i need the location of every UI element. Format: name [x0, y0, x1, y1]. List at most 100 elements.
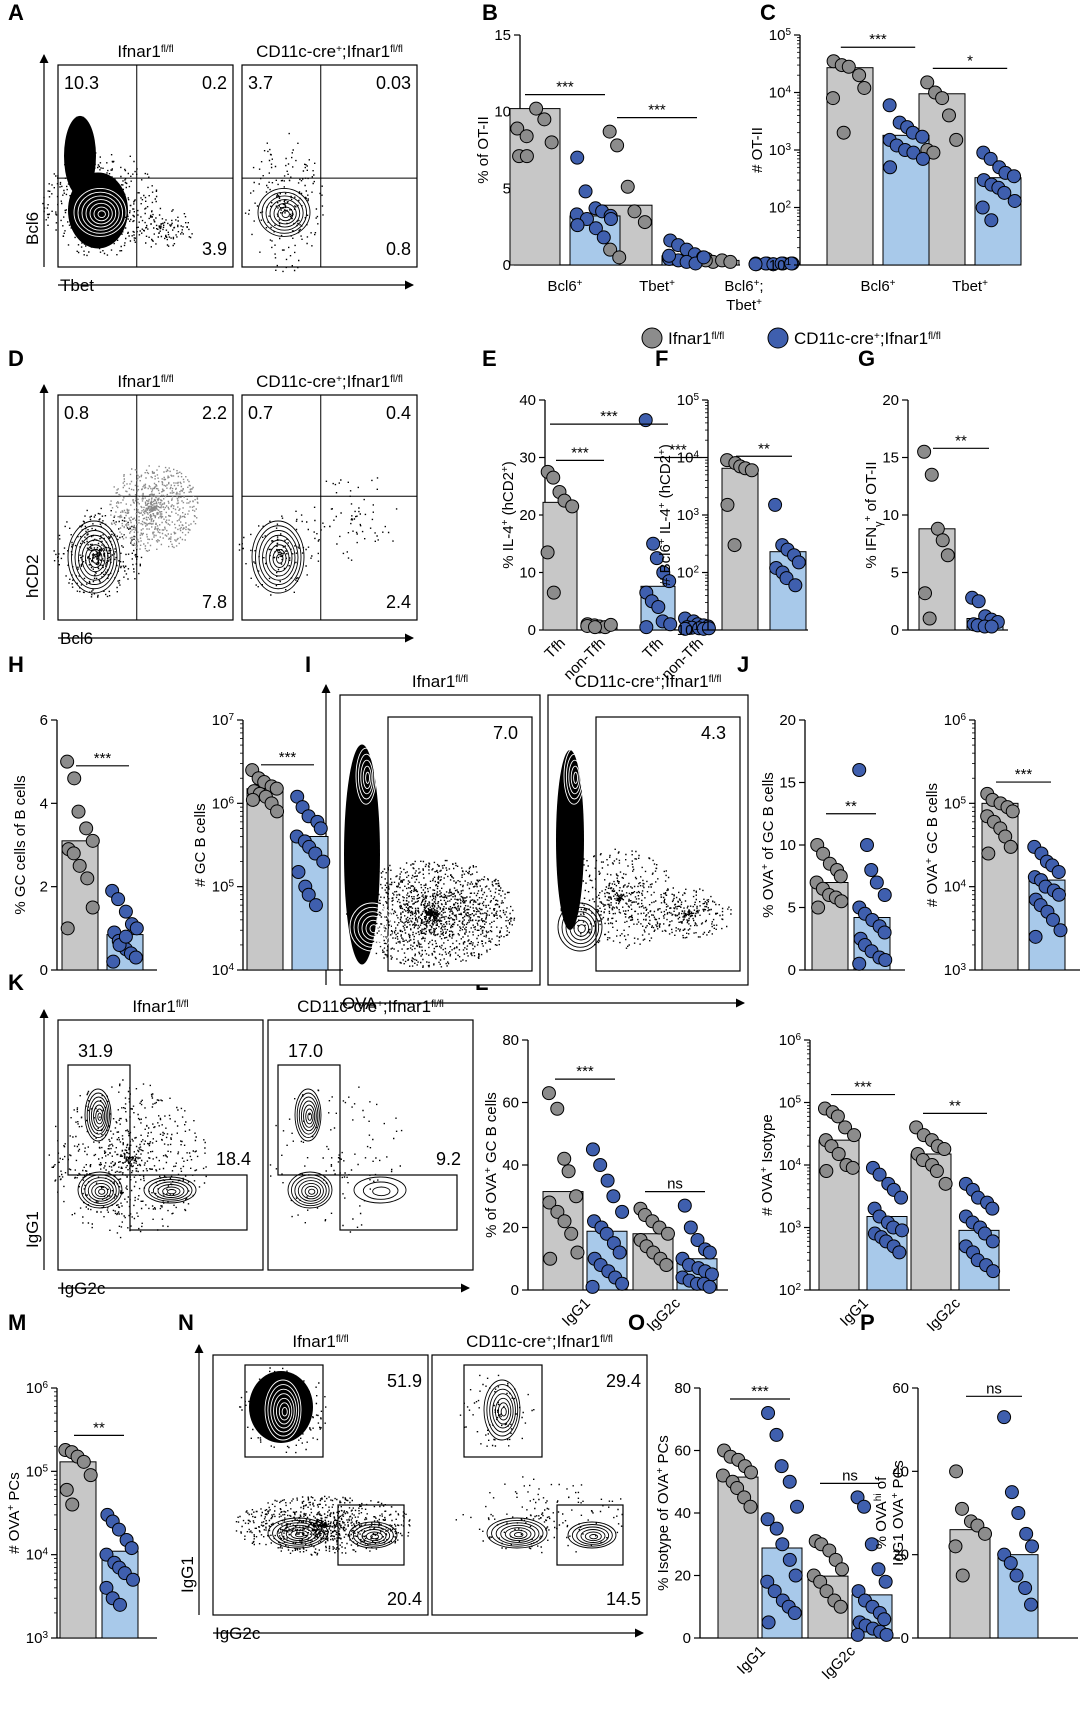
data-point-ctrl: [743, 1499, 758, 1514]
y-tick-label: 20: [674, 1568, 691, 1585]
data-point-ctrl: [918, 586, 933, 601]
data-point-ko: [760, 1512, 775, 1527]
data-point-ko: [894, 1223, 909, 1238]
contour-line: [365, 1531, 383, 1542]
data-point-ko: [1007, 169, 1022, 184]
contour-line: [297, 1180, 324, 1202]
contour-line: [294, 1088, 322, 1142]
data-point-ctrl: [920, 75, 935, 90]
y-tick-label: 0: [891, 622, 899, 639]
y-axis-label: # Bcl6+ IL-4+ (hCD2+): [657, 444, 675, 586]
data-point-ko: [129, 921, 144, 936]
significance-label: ***: [556, 79, 574, 96]
data-point-ctrl: [841, 59, 856, 74]
data-point-ko: [1009, 1568, 1024, 1583]
bar-ctrl: [910, 1153, 952, 1291]
data-point-ctrl: [744, 463, 759, 478]
contour-line: [84, 1088, 112, 1142]
igg2c-gate: [129, 1174, 248, 1231]
contour-line: [495, 1522, 540, 1545]
data-point-ctrl: [948, 1539, 963, 1554]
igg2c-gate: [339, 1174, 458, 1231]
contour-line: [565, 753, 583, 800]
contour-line: [88, 1096, 109, 1135]
data-point-ko: [596, 230, 611, 245]
data-point-ko: [1051, 887, 1066, 902]
contour-line: [494, 1397, 512, 1425]
igg2c-gate-value: 14.5: [606, 1589, 641, 1609]
contour-line: [262, 534, 296, 581]
contour-line: [77, 191, 124, 234]
igg1-gate-value: 17.0: [288, 1041, 323, 1061]
y-axis-label: # OVA+ Isotype: [759, 1114, 777, 1215]
data-point-ko: [852, 763, 867, 777]
data-point-ctrl: [269, 781, 284, 796]
y-tick-label: 20: [892, 1547, 909, 1564]
data-point-ko: [316, 854, 331, 869]
data-point-ko: [649, 551, 664, 566]
data-point-ctrl: [917, 444, 932, 459]
y-tick-label: 105: [677, 392, 700, 410]
contour-line: [300, 1100, 317, 1132]
data-point-ctrl: [978, 1526, 993, 1541]
contour-line: [276, 1522, 321, 1545]
data-point-ctrl: [1005, 804, 1020, 819]
bar-ctrl: [246, 788, 284, 971]
data-point-ctrl: [845, 1160, 860, 1175]
data-point-ko: [859, 838, 874, 852]
y-tick-label: 10: [779, 837, 796, 854]
data-point-ctrl: [72, 858, 87, 873]
contour-line: [91, 1182, 112, 1200]
data-point-ctrl: [852, 68, 867, 83]
y-tick-label: 10: [882, 507, 899, 524]
data-point-ko: [883, 160, 898, 175]
contour-line: [273, 202, 297, 225]
data-point-ctrl: [59, 1482, 74, 1497]
data-point-ko: [1019, 1526, 1034, 1541]
x-axis-label: IgG2c: [60, 1279, 106, 1298]
y-tick-label: 20: [519, 507, 536, 524]
data-point-ctrl: [66, 846, 81, 861]
panel-letter-d: D: [8, 346, 24, 371]
data-point-ctrl: [546, 585, 561, 600]
data-point-ko: [112, 1597, 127, 1612]
data-point-ctrl: [941, 108, 956, 123]
data-point-ko: [775, 1537, 790, 1552]
x-axis-label: OVA: [342, 994, 377, 1013]
ova-gate-value: 7.0: [493, 723, 518, 743]
igg2c-gate: [556, 1504, 624, 1566]
ova-gate: [387, 716, 533, 972]
contour-line: [557, 902, 603, 952]
contour-line: [162, 1186, 181, 1197]
data-point-ko: [1025, 1539, 1040, 1554]
y-axis-label: # GC B cells: [192, 803, 209, 886]
contour-line: [577, 924, 586, 934]
event-dots: [459, 1374, 535, 1447]
significance-label: ***: [869, 31, 887, 48]
igg2c-gate-value: 9.2: [436, 1149, 461, 1169]
data-point-ko: [864, 1537, 879, 1552]
data-point-ko: [606, 1189, 621, 1204]
contour-line: [372, 1186, 391, 1197]
plot-frame: [57, 1019, 264, 1271]
x-category-label: Tbet+: [639, 278, 675, 296]
y-axis-label: # OVA+ PCs: [6, 1472, 24, 1553]
contour-line: [301, 1182, 322, 1200]
panel-title-knockout: CD11c-cre+;Ifnar1fl/fl: [575, 672, 722, 691]
contour-line: [563, 747, 585, 805]
quadrant-upper-right-value: 0.03: [376, 73, 411, 93]
data-point-ko: [975, 200, 990, 215]
data-point-ctrl: [720, 497, 735, 512]
significance-label: ns: [842, 1467, 858, 1484]
y-tick-label: 80: [502, 1032, 519, 1049]
data-point-ko: [638, 413, 653, 428]
data-point-ko: [702, 1245, 717, 1260]
data-point-ctrl: [550, 1101, 565, 1116]
